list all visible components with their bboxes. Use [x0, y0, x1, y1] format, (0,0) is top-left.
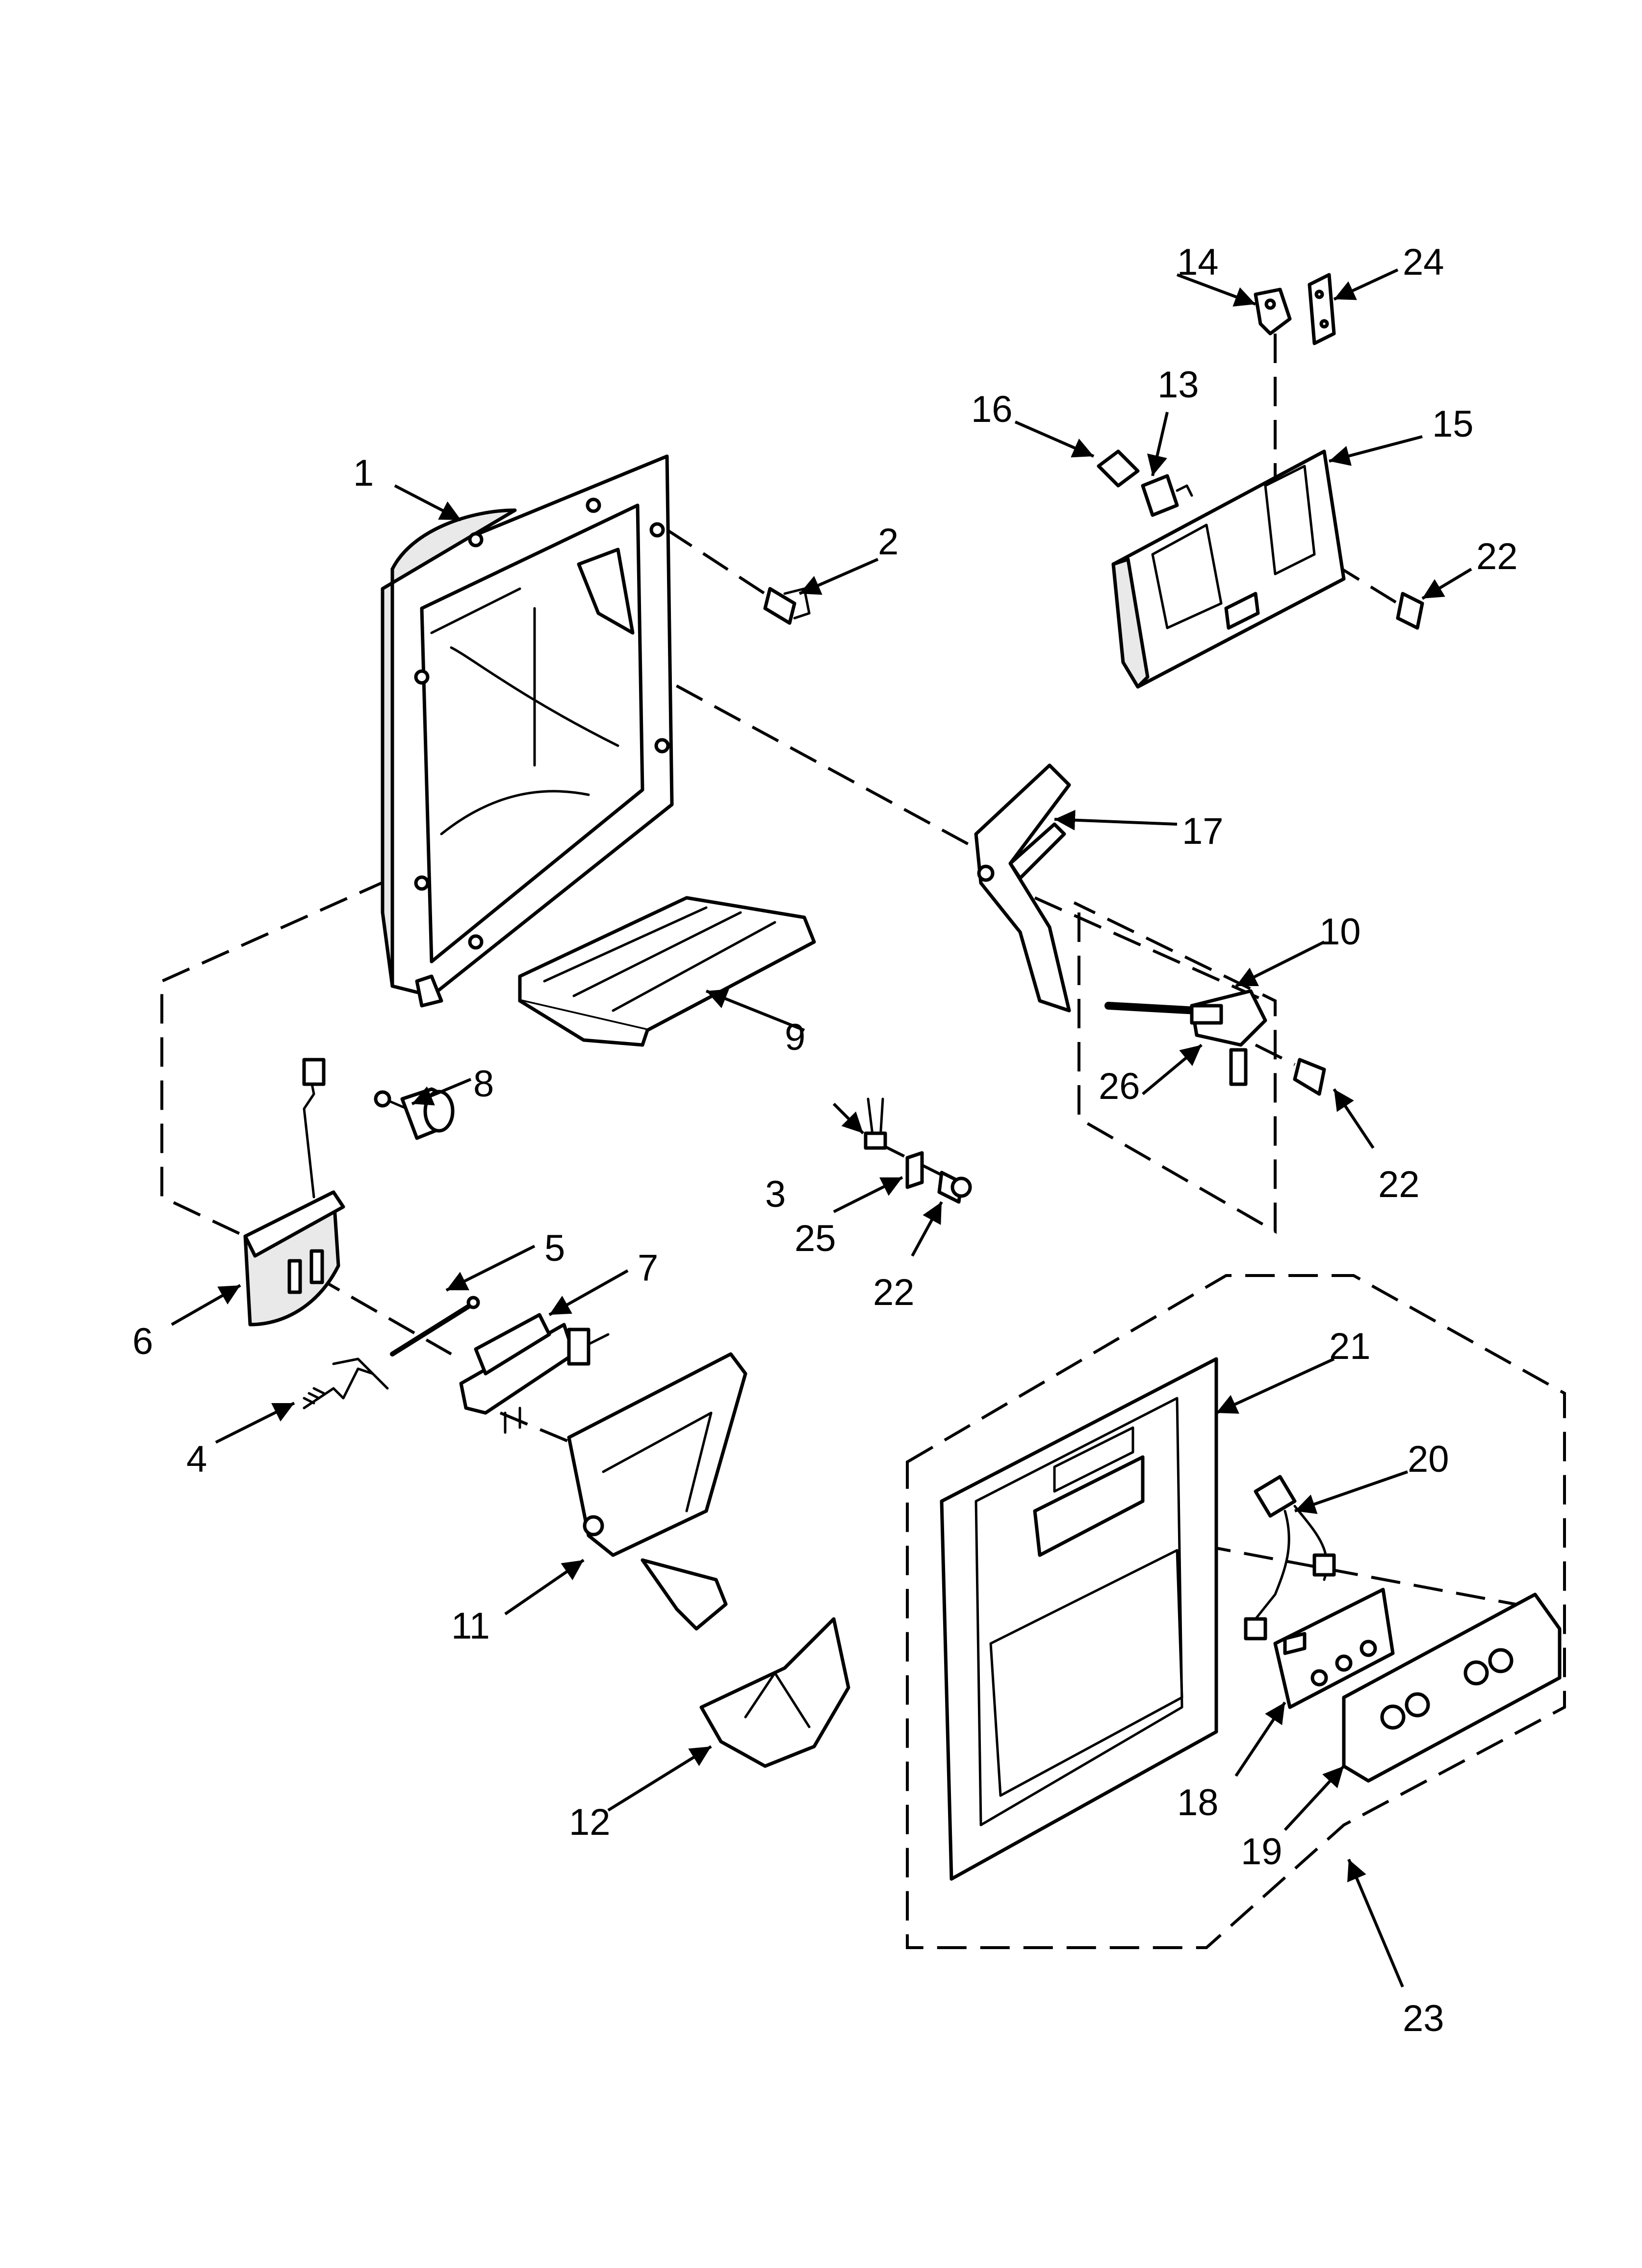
screw-22-right-lower — [1293, 1058, 1326, 1096]
callout-25: 25 — [795, 1218, 836, 1259]
control-module — [243, 1058, 345, 1327]
callout-22-lower-right: 22 — [1378, 1164, 1420, 1205]
spring — [303, 1357, 389, 1409]
rod — [390, 1296, 480, 1356]
callout-13: 13 — [1157, 364, 1199, 406]
switch-14 — [1254, 287, 1292, 336]
callout-8: 8 — [473, 1063, 494, 1105]
screw-2 — [763, 587, 811, 625]
insulator-24 — [1308, 273, 1336, 345]
callout-26: 26 — [1099, 1066, 1140, 1107]
assembly-guide-lines — [160, 334, 1566, 1949]
callout-11: 11 — [451, 1605, 490, 1647]
solenoid — [374, 1087, 455, 1140]
screw-22-center — [937, 1171, 972, 1204]
flap — [699, 1617, 850, 1768]
callout-12: 12 — [569, 1801, 611, 1843]
bracket-25 — [905, 1151, 924, 1189]
actuator-lever — [459, 1313, 610, 1434]
callout-7: 7 — [638, 1247, 658, 1289]
callout-24: 24 — [1403, 241, 1444, 283]
lever-assembly-10 — [1104, 989, 1267, 1086]
callout-5: 5 — [544, 1227, 565, 1269]
callout-21: 21 — [1329, 1326, 1371, 1367]
callout-6: 6 — [132, 1321, 153, 1362]
callout-14: 14 — [1177, 241, 1219, 283]
socket-13 — [1141, 474, 1193, 517]
lamp-housing-15 — [1111, 449, 1346, 689]
callout-1: 1 — [353, 452, 374, 494]
callout-20: 20 — [1408, 1438, 1449, 1480]
callout-2: 2 — [878, 521, 898, 563]
control-panel-19 — [1342, 1592, 1562, 1783]
callout-16: 16 — [971, 389, 1013, 430]
screw-22-right-upper — [1396, 592, 1424, 630]
callout-10: 10 — [1319, 911, 1361, 953]
ice-chute — [567, 1352, 747, 1631]
callout-22-center: 22 — [873, 1272, 915, 1313]
leader-lines — [171, 268, 1472, 1988]
callout-22-upper-right: 22 — [1476, 536, 1518, 577]
clip-3 — [864, 1097, 887, 1150]
callout-23: 23 — [1403, 1998, 1444, 2039]
callout-labels: 1 2 3 4 5 6 7 8 9 10 11 12 13 14 15 16 1… — [132, 241, 1518, 2039]
callout-18: 18 — [1177, 1782, 1219, 1824]
callout-17: 17 — [1182, 810, 1224, 852]
callout-19: 19 — [1241, 1831, 1283, 1873]
callout-3: 3 — [765, 1173, 786, 1215]
bracket-17 — [974, 763, 1071, 1013]
switch-board-18 — [1273, 1588, 1395, 1709]
callout-15: 15 — [1432, 403, 1474, 445]
callout-4: 4 — [186, 1438, 207, 1480]
drip-tray — [518, 896, 816, 1047]
callout-9: 9 — [785, 1017, 805, 1058]
dispenser-frame-21 — [940, 1357, 1218, 1881]
lamp-16 — [1097, 449, 1140, 488]
wire-harness-20 — [1244, 1475, 1336, 1641]
dispenser-housing — [381, 454, 674, 1008]
